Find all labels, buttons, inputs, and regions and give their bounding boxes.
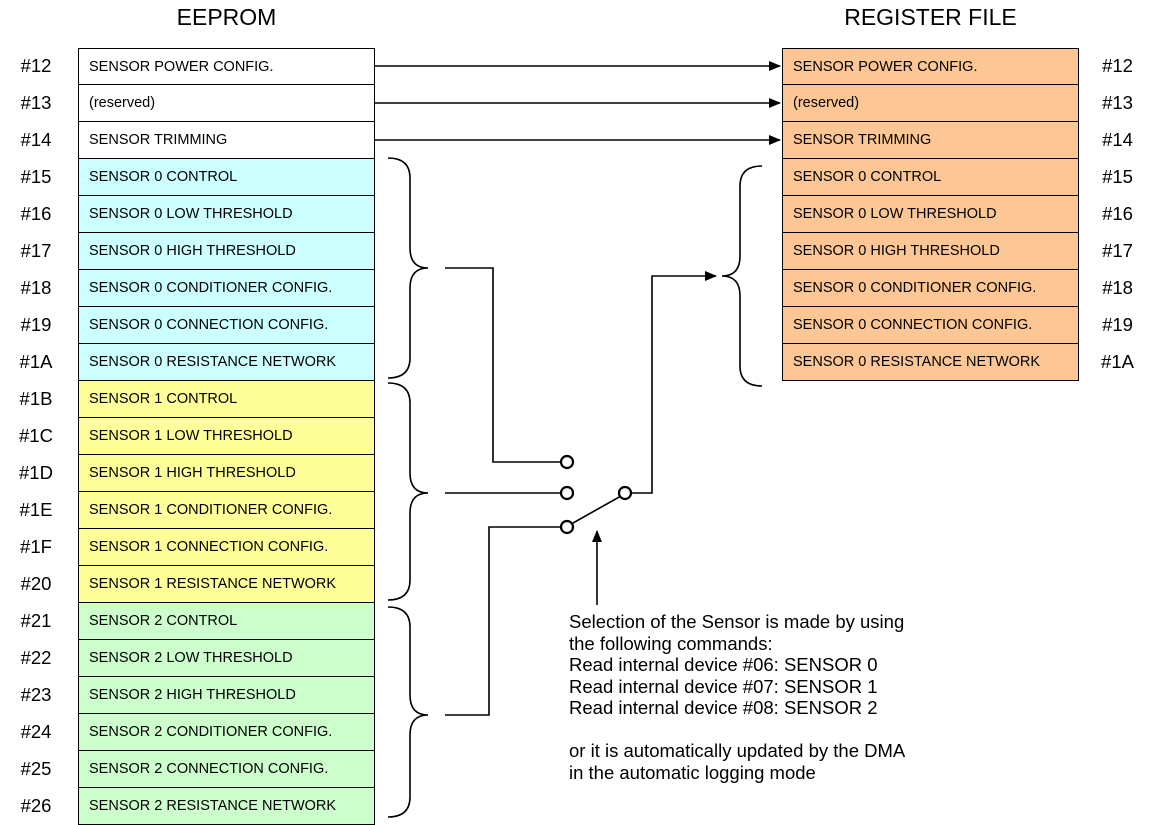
contact-sensor0 [559,454,575,470]
eeprom-register-cell: SENSOR 1 CONNECTION CONFIG. [78,529,375,566]
eeprom-register-cell: SENSOR 0 LOW THRESHOLD [78,196,375,233]
register-file-cell: SENSOR 0 LOW THRESHOLD [782,196,1079,233]
register-file-cell: (reserved) [782,85,1079,122]
eeprom-register-cell: SENSOR 2 HIGH THRESHOLD [78,677,375,714]
register-file-cell: SENSOR TRIMMING [782,122,1079,159]
register-file-cell: SENSOR 0 CONDITIONER CONFIG. [782,270,1079,307]
eeprom-register-cell: SENSOR 2 CONTROL [78,603,375,640]
eeprom-address: #15 [20,166,52,187]
register-file-cell: SENSOR 0 CONTROL [782,159,1079,196]
eeprom-address: #1B [19,388,53,409]
eeprom-address: #17 [20,240,52,261]
eeprom-address: #19 [20,314,52,335]
register-file-cell: SENSOR POWER CONFIG. [782,48,1079,85]
brace-register-sensor [721,165,763,387]
eeprom-register-cell: SENSOR POWER CONFIG. [78,48,375,85]
eeprom-register-cell: SENSOR 1 RESISTANCE NETWORK [78,566,375,603]
eeprom-address: #24 [20,721,52,742]
eeprom-register-cell: SENSOR 2 LOW THRESHOLD [78,640,375,677]
eeprom-address: #13 [20,92,52,113]
wire-switch-output [631,271,717,494]
note-line [569,719,989,741]
eeprom-address: #22 [20,647,52,668]
register-file-title: REGISTER FILE [844,4,1017,30]
note-line: Read internal device #07: SENSOR 1 [569,675,878,697]
register-file-address: #18 [1102,277,1133,298]
register-file-cell: SENSOR 0 HIGH THRESHOLD [782,233,1079,270]
wire-sensor2 [445,526,561,716]
wire-sensor0 [445,267,561,463]
eeprom-register-cell: SENSOR 2 CONNECTION CONFIG. [78,751,375,788]
eeprom-table: SENSOR POWER CONFIG.(reserved)SENSOR TRI… [78,48,375,825]
register-file-address: #13 [1102,92,1133,113]
eeprom-address: #18 [20,277,52,298]
eeprom-register-cell: SENSOR 0 CONNECTION CONFIG. [78,307,375,344]
eeprom-register-cell: SENSOR 1 HIGH THRESHOLD [78,455,375,492]
eeprom-register-cell: (reserved) [78,85,375,122]
eeprom-address: #1C [19,425,53,446]
eeprom-address: #1D [19,462,53,483]
brace-sensor2 [387,606,429,818]
contact-output [617,485,633,501]
eeprom-register-cell: SENSOR 2 CONDITIONER CONFIG. [78,714,375,751]
register-file-address: #12 [1102,55,1133,76]
brace-sensor1 [387,382,429,601]
note-line: Read internal device #08: SENSOR 2 [569,697,878,718]
switch-blade [572,495,622,524]
eeprom-address: #12 [20,55,52,76]
eeprom-register-cell: SENSOR 0 RESISTANCE NETWORK [78,344,375,381]
eeprom-address: #14 [20,129,52,150]
register-file-address: #19 [1102,314,1133,335]
eeprom-address: #21 [20,610,52,631]
register-file-address: #16 [1102,203,1133,224]
register-file-cell: SENSOR 0 RESISTANCE NETWORK [782,344,1079,381]
eeprom-register-cell: SENSOR 1 CONDITIONER CONFIG. [78,492,375,529]
eeprom-address: #1A [19,351,53,372]
register-file-address: #15 [1102,166,1133,187]
eeprom-register-cell: SENSOR 0 HIGH THRESHOLD [78,233,375,270]
register-file-table: SENSOR POWER CONFIG.(reserved)SENSOR TRI… [782,48,1079,381]
eeprom-register-cell: SENSOR 1 LOW THRESHOLD [78,418,375,455]
contact-sensor2 [559,519,575,535]
note-line: Selection of the Sensor is made by using [569,611,905,632]
eeprom-address: #1E [19,499,53,520]
register-file-address: #14 [1102,129,1133,150]
eeprom-register-cell: SENSOR 1 CONTROL [78,381,375,418]
eeprom-address: #23 [20,684,52,705]
eeprom-address: #26 [20,795,52,816]
eeprom-register-cell: SENSOR TRIMMING [78,122,375,159]
contact-sensor1 [559,485,575,501]
note-line: Read internal device #06: SENSOR 0 [569,654,878,675]
register-file-address: #17 [1102,240,1133,261]
eeprom-address: #25 [20,758,52,779]
eeprom-address: #1F [20,536,52,557]
eeprom-register-cell: SENSOR 0 CONDITIONER CONFIG. [78,270,375,307]
note-line: in the automatic logging mode [569,761,816,783]
eeprom-title: EEPROM [176,4,277,30]
eeprom-address-column: #12 #13 #14 #15 #16 #17 #18 #19 #1A #1B #1C #1D #1E #… [0,48,72,825]
note-line: the following commands: [569,632,773,654]
register-file-address-column: #12 #13 #14 #15 #16 #17 #18 #19 #1A [1085,48,1150,381]
eeprom-address: #16 [20,203,52,224]
brace-sensor0 [387,157,429,379]
note-line: or it is automatically updated by the DM… [569,740,906,761]
register-file-address: #1A [1101,351,1134,372]
eeprom-register-cell: SENSOR 0 CONTROL [78,159,375,196]
register-file-cell: SENSOR 0 CONNECTION CONFIG. [782,307,1079,344]
selection-note: Selection of the Sensor is made by using… [569,611,989,783]
eeprom-address: #20 [20,573,52,594]
